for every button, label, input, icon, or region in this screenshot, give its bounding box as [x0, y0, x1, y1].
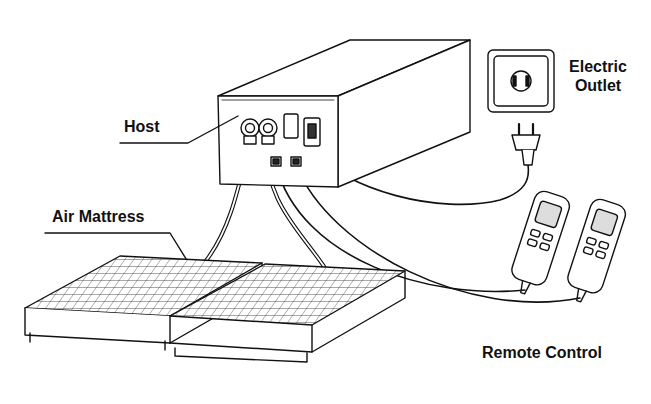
part-label: Electric Outlet [558, 57, 638, 95]
part-label: Host [124, 117, 204, 136]
part-label: Remote Control [482, 343, 642, 362]
part-label: Air Mattress [52, 207, 192, 226]
